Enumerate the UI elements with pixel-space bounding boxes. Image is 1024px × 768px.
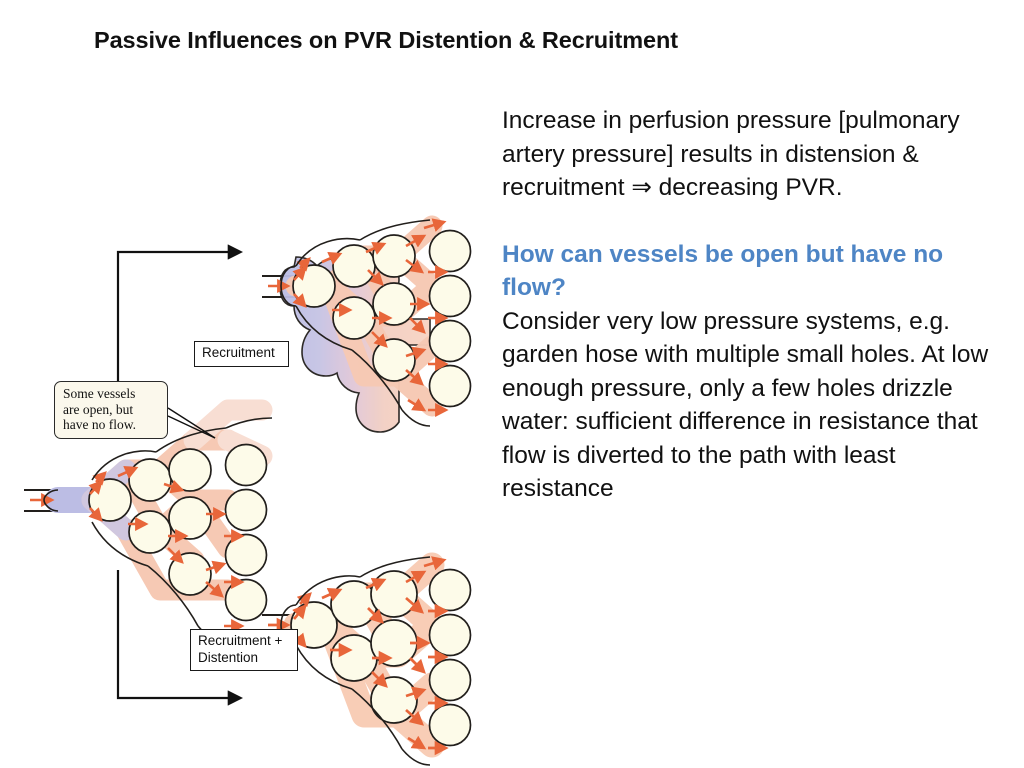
distention-outlet-vessels (428, 568, 472, 747)
pvr-recruitment-distention-figure: Recruitment Recruitment + Distention Som… (0, 70, 500, 768)
baseline-bed-edges (43, 417, 273, 643)
vessel-distended (330, 580, 378, 628)
vessel (128, 510, 172, 554)
panel-recruitment-distention (262, 552, 472, 766)
vessel-no-flow (224, 578, 268, 622)
recruitment-bed-edges (280, 219, 431, 427)
connector-arrow-to-recruitment (116, 244, 244, 420)
vessel (428, 658, 472, 702)
vessel-no-flow (224, 533, 268, 577)
vessel (428, 319, 472, 363)
callout-some-vessels-no-flow: Some vessels are open, but have no flow. (54, 381, 168, 439)
vessel-no-flow (224, 488, 268, 532)
baseline-flow-arrows (30, 466, 245, 634)
vessel-no-flow (224, 443, 268, 487)
label-recruitment: Recruitment (194, 341, 289, 367)
baseline-unperfused-vessels (224, 443, 268, 622)
vessel (128, 458, 172, 502)
text-column: Increase in perfusion pressure [pulmonar… (502, 104, 1002, 506)
panel-baseline (24, 399, 273, 643)
connector-arrows (116, 244, 244, 706)
page-title: Passive Influences on PVR Distention & R… (94, 27, 678, 53)
vessel (428, 703, 472, 747)
paragraph-garden-hose-analogy: Consider very low pressure systems, e.g.… (502, 307, 989, 503)
paragraph-perfusion-pressure: Increase in perfusion pressure [pulmonar… (502, 107, 960, 201)
vessel (428, 229, 472, 273)
vessel (428, 613, 472, 657)
vessel-distended (370, 570, 418, 618)
panel-recruitment (262, 215, 472, 433)
distention-vessels (290, 570, 418, 724)
connector-arrow-to-distention (116, 570, 244, 706)
vessel (372, 338, 416, 382)
vessel (372, 234, 416, 278)
vessel (168, 496, 212, 540)
question-open-but-no-flow: How can vessels be open but have no flow… (502, 240, 944, 302)
vessel (428, 568, 472, 612)
recruitment-flow-arrows (268, 218, 449, 418)
vessel (168, 552, 212, 596)
vessel (332, 296, 376, 340)
label-recruitment-distention: Recruitment + Distention (190, 629, 298, 671)
vessel (168, 448, 212, 492)
recruitment-outlet-vessels (428, 229, 472, 408)
vessel-distended (330, 634, 378, 682)
callout-leader-line-2 (167, 415, 216, 439)
vascular-bed-diagram-svg (24, 215, 472, 766)
vessel (428, 364, 472, 408)
distention-flow-arrows (268, 556, 449, 756)
callout-leader-line (167, 407, 216, 439)
vessel (428, 274, 472, 318)
vessel-distended (370, 676, 418, 724)
